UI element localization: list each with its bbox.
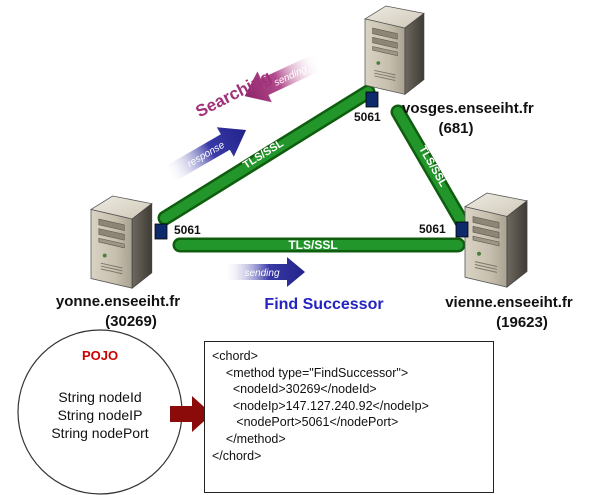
server-vosges-icon [364,5,425,95]
link-yonne-vosges [157,84,376,226]
xml-line: </chord> [212,448,262,463]
node-host-vosges: vosges.enseeiht.fr [402,100,534,117]
node-host-vienne: vienne.enseeiht.fr [445,294,573,311]
sending-arrow-bottom: sending [225,257,305,287]
port-yonne [154,223,168,240]
node-id-yonne: (30269) [105,313,157,330]
pojo-field-nodeip: String nodeIP [58,407,143,423]
xml-line: <chord> [212,349,258,363]
server-yonne-icon [90,195,153,289]
sending-arrow-bottom-label: sending [244,268,279,279]
port-vienne [455,221,469,238]
tls-label-yonne-vienne: TLS/SSL [288,238,337,252]
xml-line: <nodePort>5061</nodePort> [212,415,399,430]
xml-line: <method type="FindSuccessor"> [212,365,409,380]
port-number-vosges: 5061 [354,110,381,124]
pojo-field-nodeport: String nodePort [51,425,148,441]
xml-line: </method> [212,431,286,446]
port-number-yonne: 5061 [174,223,201,237]
node-host-yonne: yonne.enseeiht.fr [56,293,180,310]
port-vosges [365,91,379,108]
serialize-arrow-icon [170,396,212,432]
server-vienne-icon [464,192,528,288]
xml-line: <nodeIp>147.127.240.92</nodeIp> [212,398,429,413]
link-vosges-vienne [390,104,470,230]
node-id-vosges: (681) [438,120,473,137]
pojo-title: POJO [82,348,118,363]
xml-message-box: <chord> <method type="FindSuccessor"> <n… [204,341,494,493]
port-number-vienne: 5061 [419,222,446,236]
pojo-field-nodeid: String nodeId [58,389,141,405]
find-successor-label: Find Successor [264,296,383,313]
node-id-vienne: (19623) [496,314,548,331]
xml-line: <nodeId>30269</nodeId> [212,382,377,397]
pojo-circle: POJO String nodeId String nodeIP String … [17,329,183,495]
